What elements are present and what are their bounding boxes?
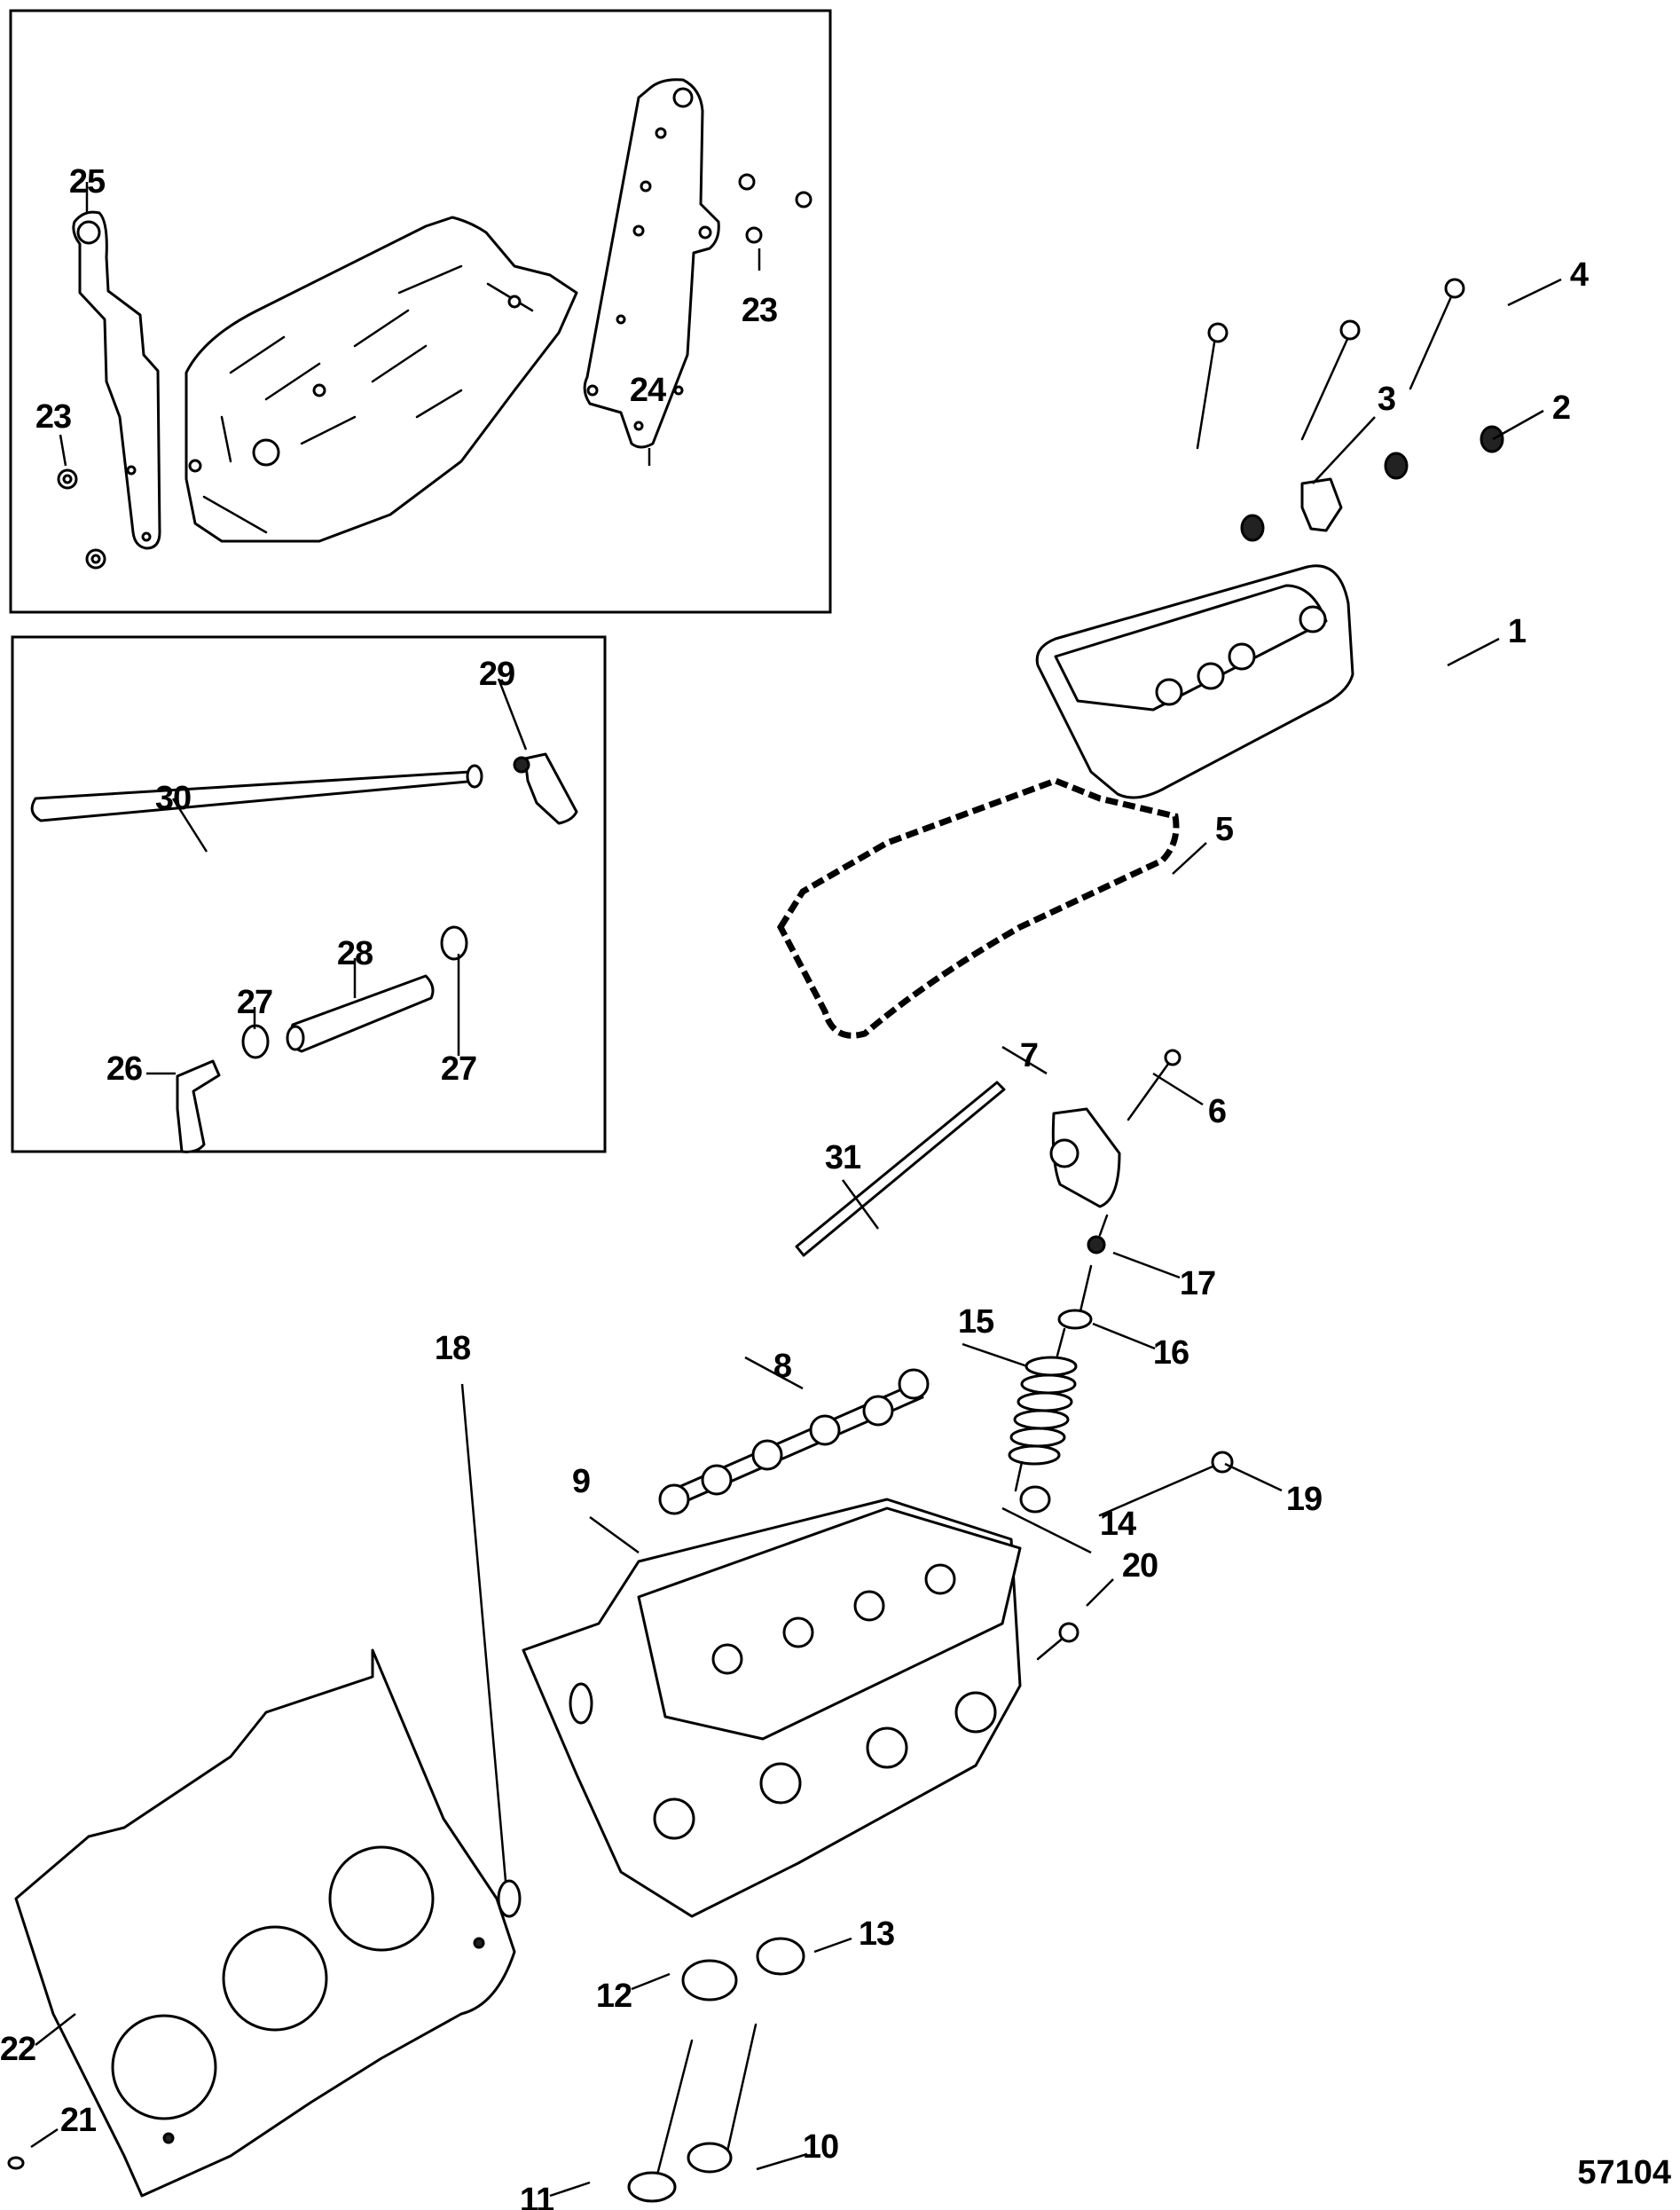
elbow-fitting-drawing xyxy=(176,1059,221,1153)
head-gasket-drawing xyxy=(14,1648,516,2198)
callout-head-gasket: 22 xyxy=(0,2031,36,2068)
callout-elbow-fitting: 26 xyxy=(106,1050,143,1088)
callout-dowel-pin: 21 xyxy=(59,2102,97,2139)
callout-pcv-valve: 29 xyxy=(478,656,515,693)
rocker-arm-drawing xyxy=(1049,1049,1181,1208)
vent-hose-inset-box xyxy=(11,635,607,1153)
callout-rear-bracket: 25 xyxy=(68,163,106,201)
rocker-cover-drawing xyxy=(1035,564,1354,799)
hose-drawing xyxy=(286,974,435,1053)
bracket-nut-drawing xyxy=(57,173,813,570)
callout-valve-spring: 15 xyxy=(957,1303,994,1341)
callout-intake-valve: 11 xyxy=(519,2182,554,2210)
callout-spring-cap: 16 xyxy=(1152,1334,1189,1372)
rocker-cover-gasket-drawing xyxy=(776,777,1180,1039)
callout-valve-seal: 13 xyxy=(858,1915,895,1953)
callout-rocker-arm: 7 xyxy=(1019,1037,1039,1074)
intake-manifold-drawing xyxy=(184,216,578,543)
grommets-drawing xyxy=(1240,425,1504,542)
callout-vent-tube: 30 xyxy=(154,780,192,817)
dowel-pin-drawing xyxy=(7,2156,25,2170)
callout-front-bracket: 24 xyxy=(629,372,666,409)
callout-seal-ring: 18 xyxy=(434,1330,471,1367)
callout-rocker-arm-bolt: 6 xyxy=(1207,1093,1227,1130)
cylinder-head-drawing xyxy=(522,1498,1022,1918)
leader-lines xyxy=(30,182,1562,2198)
callout-cylinder-head: 9 xyxy=(571,1463,591,1500)
pcv-valve-drawing xyxy=(513,752,578,825)
rear-bracket-drawing xyxy=(72,210,161,550)
callout-bracket-nut: 23 xyxy=(741,292,778,329)
callout-rocker-cover-gasket: 5 xyxy=(1214,811,1234,848)
callout-exhaust-valve: 10 xyxy=(802,2128,839,2166)
front-bracket-drawing xyxy=(583,78,720,449)
callout-rocker-cover-bolt: 4 xyxy=(1569,256,1589,294)
callout-valve-keeper: 17 xyxy=(1179,1265,1216,1302)
bracket-inset-box xyxy=(9,9,832,614)
callout-rocker-arm-support: 8 xyxy=(773,1348,792,1385)
callout-grommet: 2 xyxy=(1551,389,1571,427)
callout-bracket-nut: 23 xyxy=(35,398,72,436)
callout-valve-stem-seal: 14 xyxy=(1099,1506,1136,1543)
callout-hose-clamp: 27 xyxy=(236,984,273,1021)
callout-valve-seal: 12 xyxy=(595,1978,632,2015)
rocker-arm-support-drawing xyxy=(658,1368,930,1515)
callout-oil-fill-grommet: 3 xyxy=(1377,381,1396,418)
callout-push-rod: 31 xyxy=(824,1139,861,1176)
rocker-cover-bolts-drawing xyxy=(1196,278,1465,450)
push-rod-drawing xyxy=(795,1081,1006,1257)
vent-tube-drawing xyxy=(30,764,483,822)
valve-seals-drawing xyxy=(681,1937,805,2002)
callout-hose: 28 xyxy=(336,935,373,972)
valve-train-drawing xyxy=(1008,1214,1109,1514)
callout-head-bolt-long: 19 xyxy=(1285,1481,1323,1518)
figure-number: 57104 xyxy=(1577,2154,1671,2191)
hose-clamp-drawing xyxy=(241,925,468,1059)
callout-rocker-cover: 1 xyxy=(1507,613,1527,650)
callout-hose-clamp: 27 xyxy=(440,1050,477,1088)
valves-drawing xyxy=(627,2023,758,2203)
seal-ring-drawing xyxy=(497,1879,522,1918)
callout-head-bolt-short: 20 xyxy=(1121,1547,1158,1585)
head-bolts-drawing xyxy=(1036,1451,1234,1661)
